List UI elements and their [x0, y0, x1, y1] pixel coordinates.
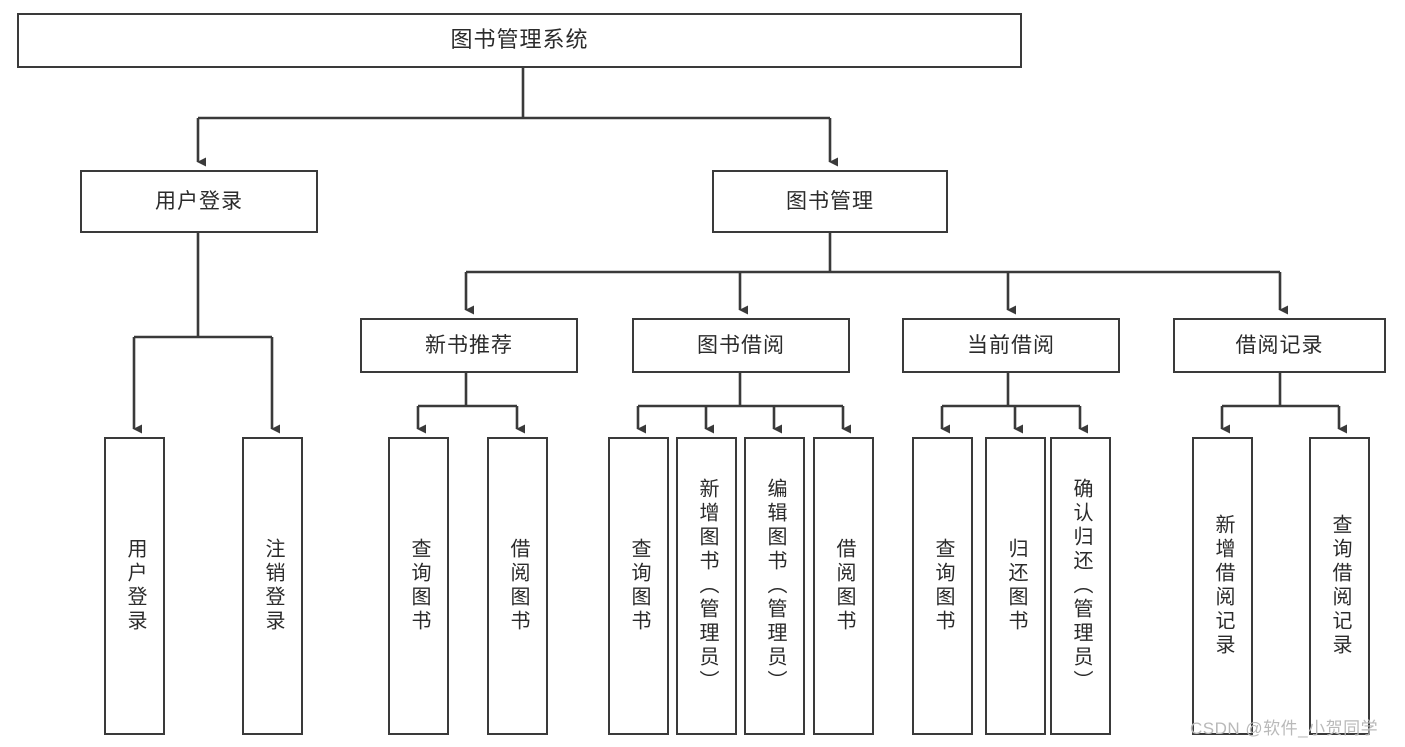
node-borrow-record[interactable]: 借阅记录 — [1173, 318, 1386, 373]
node-leaf-query-book-recommend[interactable]: 查询图书 — [388, 437, 449, 735]
node-leaf-user-logout[interactable]: 注销登录 — [242, 437, 303, 735]
node-book-manage[interactable]: 图书管理 — [712, 170, 948, 233]
node-leaf-query-borrow-record[interactable]: 查询借阅记录 — [1309, 437, 1370, 735]
node-leaf-user-login[interactable]: 用户登录 — [104, 437, 165, 735]
node-book-borrow[interactable]: 图书借阅 — [632, 318, 850, 373]
node-leaf-add-borrow-record[interactable]: 新增借阅记录 — [1192, 437, 1253, 735]
node-current-borrow[interactable]: 当前借阅 — [902, 318, 1120, 373]
node-root-system[interactable]: 图书管理系统 — [17, 13, 1022, 68]
node-leaf-add-book-admin[interactable]: 新增图书（管理员） — [676, 437, 737, 735]
node-leaf-return-book[interactable]: 归还图书 — [985, 437, 1046, 735]
node-leaf-confirm-return-admin[interactable]: 确认归还（管理员） — [1050, 437, 1111, 735]
node-leaf-borrow-book-recommend[interactable]: 借阅图书 — [487, 437, 548, 735]
node-leaf-borrow-book-borrow[interactable]: 借阅图书 — [813, 437, 874, 735]
node-leaf-query-book-borrow[interactable]: 查询图书 — [608, 437, 669, 735]
node-user-login[interactable]: 用户登录 — [80, 170, 318, 233]
node-leaf-query-book-current[interactable]: 查询图书 — [912, 437, 973, 735]
csdn-watermark: CSDN @软件_小贺同学 — [1190, 719, 1379, 738]
node-new-book-recommend[interactable]: 新书推荐 — [360, 318, 578, 373]
node-leaf-edit-book-admin[interactable]: 编辑图书（管理员） — [744, 437, 805, 735]
